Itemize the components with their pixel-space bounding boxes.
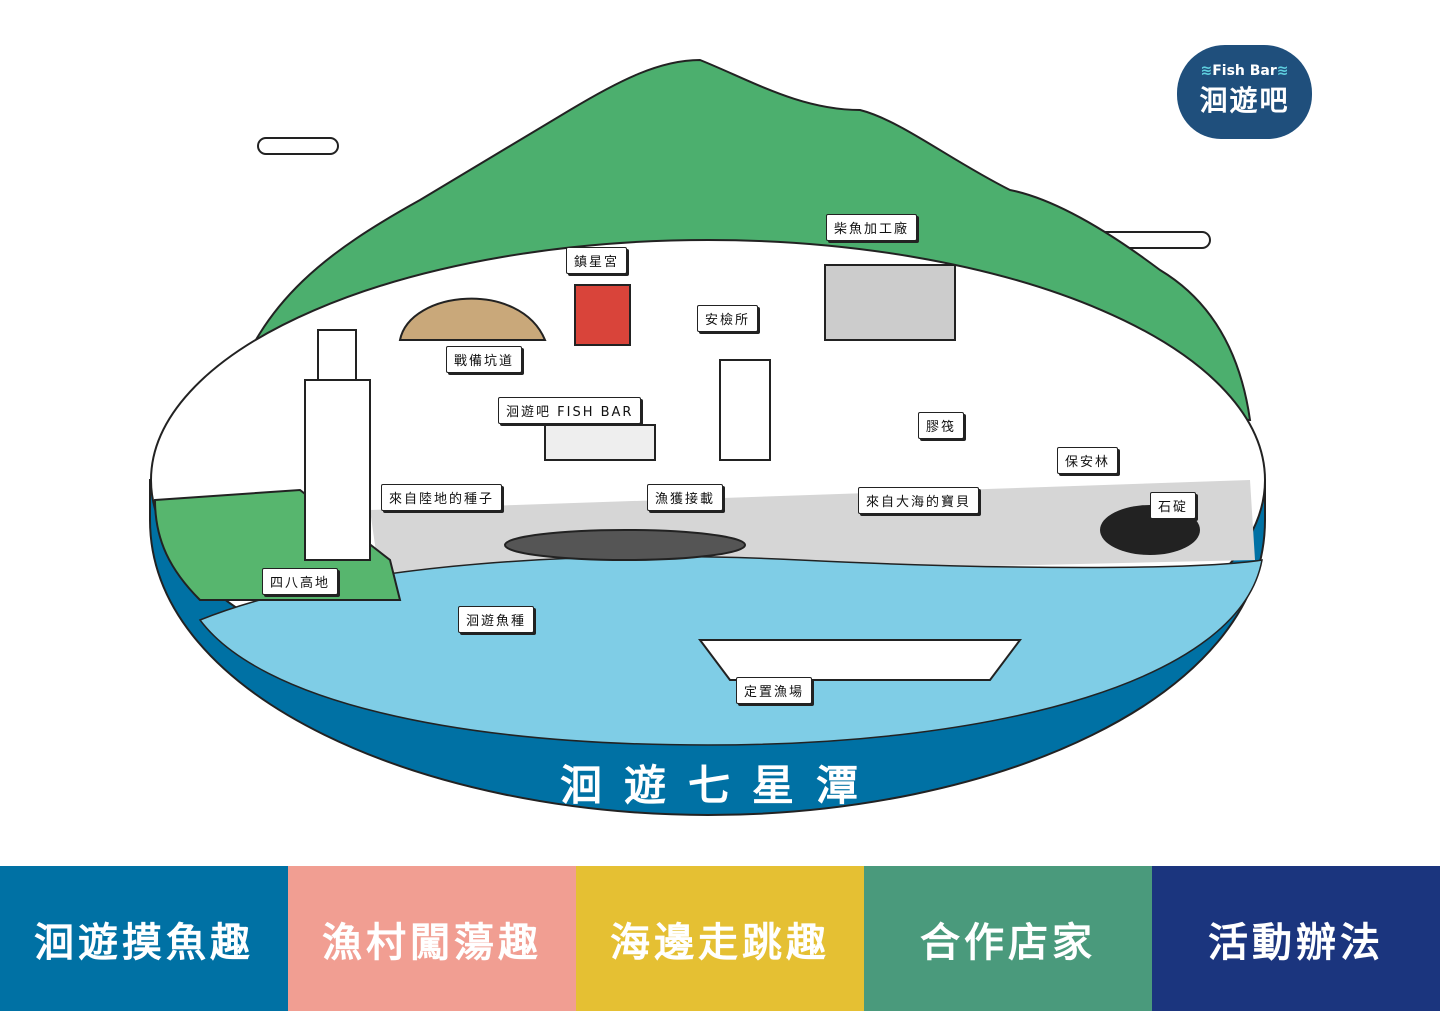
nav-village-fun[interactable]: 漁村闖蕩趣 bbox=[288, 866, 576, 1011]
boat bbox=[504, 529, 746, 561]
label-inspection[interactable]: 安檢所 bbox=[697, 305, 759, 332]
label-forest[interactable]: 保安林 bbox=[1057, 447, 1119, 474]
label-raft[interactable]: 膠筏 bbox=[918, 412, 965, 439]
label-catch[interactable]: 漁獲接載 bbox=[647, 484, 724, 511]
label-tunnel[interactable]: 戰備坑道 bbox=[446, 346, 523, 373]
label-fishbar[interactable]: 洄遊吧 FISH BAR bbox=[498, 397, 642, 424]
nav-partner-shops[interactable]: 合作店家 bbox=[864, 866, 1152, 1011]
village-map-illustration bbox=[149, 58, 1266, 817]
label-land-seeds[interactable]: 來自陸地的種子 bbox=[381, 484, 503, 511]
label-set-net[interactable]: 定置漁場 bbox=[736, 677, 813, 704]
nav-event-rules[interactable]: 活動辦法 bbox=[1152, 866, 1440, 1011]
wave-icon: ≋ bbox=[1276, 63, 1289, 79]
label-anchor-stone[interactable]: 石碇 bbox=[1150, 492, 1197, 519]
fish-processing-factory bbox=[824, 264, 956, 341]
label-sea-treasure[interactable]: 來自大海的寶貝 bbox=[858, 487, 980, 514]
fish-bar-logo[interactable]: ≋Fish Bar≋ 洄遊吧 bbox=[1177, 45, 1312, 139]
label-bonito-factory[interactable]: 柴魚加工廠 bbox=[826, 214, 918, 241]
label-temple[interactable]: 鎮星宮 bbox=[566, 247, 628, 274]
map-title: 洄遊七星潭 bbox=[559, 761, 880, 810]
wave-icon: ≋ bbox=[1200, 63, 1213, 79]
fishing-ship bbox=[698, 639, 1022, 681]
lighthouse bbox=[304, 329, 371, 561]
tunnel bbox=[398, 297, 547, 341]
temple-gate bbox=[574, 284, 631, 346]
nav-seaside-fun[interactable]: 海邊走跳趣 bbox=[576, 866, 864, 1011]
label-fish-species[interactable]: 洄遊魚種 bbox=[458, 606, 535, 633]
nav-fishing-fun[interactable]: 洄遊摸魚趣 bbox=[0, 866, 288, 1011]
bottom-nav: 洄遊摸魚趣 漁村闖蕩趣 海邊走跳趣 合作店家 活動辦法 bbox=[0, 866, 1440, 1011]
highland bbox=[153, 488, 402, 601]
inspection-tower bbox=[719, 359, 771, 461]
label-highland[interactable]: 四八高地 bbox=[262, 568, 339, 595]
fish-bar-building bbox=[544, 424, 656, 461]
